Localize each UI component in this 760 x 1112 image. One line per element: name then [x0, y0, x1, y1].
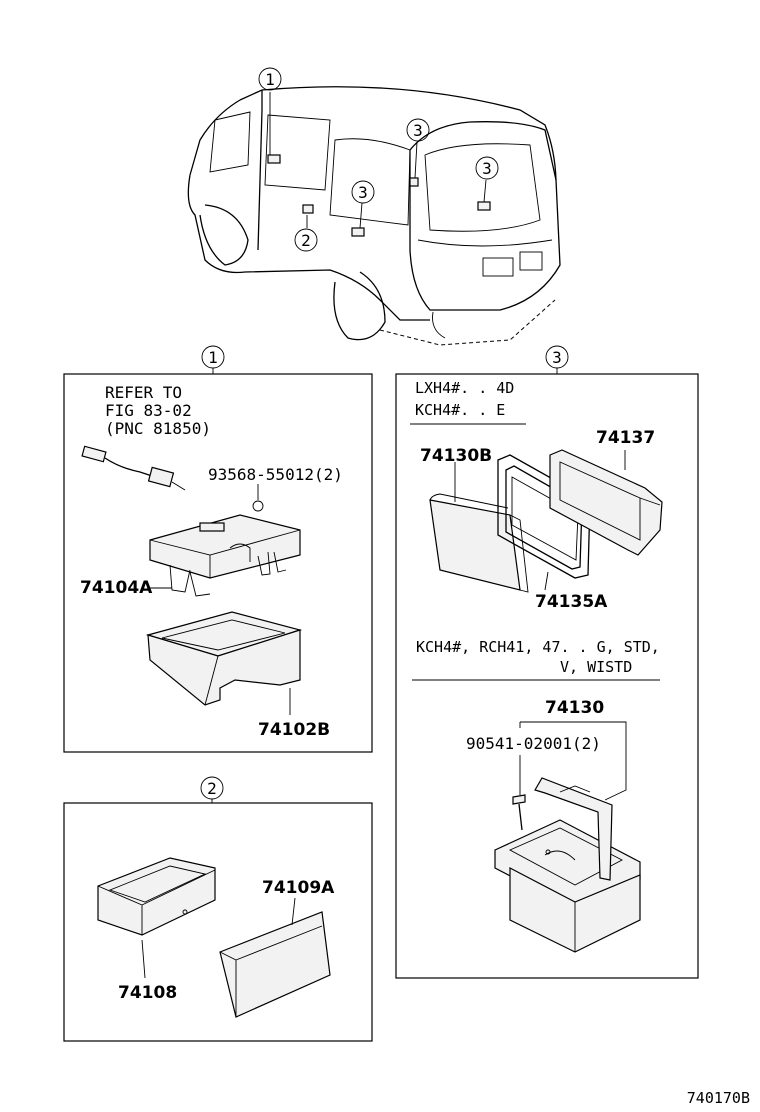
panel-1-frame [63, 373, 373, 753]
lid-74109a [219, 911, 331, 1018]
callout-3-van-rear: 3 [475, 156, 499, 180]
ashtray-74130 [494, 777, 641, 953]
panel-2-frame [63, 802, 373, 1042]
screw-icon-panel-3 [512, 794, 526, 831]
callout-3-van-left: 3 [351, 180, 375, 204]
svg-text:3: 3 [358, 183, 368, 202]
svg-text:1: 1 [265, 70, 275, 89]
callout-3-van-mid: 3 [406, 118, 430, 142]
screw-part-label-1: 93568-55012(2) [208, 465, 343, 484]
bezel-74137 [549, 449, 663, 556]
svg-text:2: 2 [301, 231, 311, 250]
svg-text:2: 2 [207, 779, 217, 798]
screw-icon [252, 500, 264, 512]
van-illustration [187, 86, 561, 346]
refer-text-3: (PNC 81850) [105, 419, 211, 438]
callout-2-van: 2 [294, 228, 318, 252]
screw-part-label-3: 90541-02001(2) [466, 734, 601, 753]
panel-3-frame [395, 373, 699, 979]
tray-74102b [145, 611, 303, 706]
svg-text:3: 3 [413, 121, 423, 140]
callout-2-panel: 2 [200, 776, 224, 803]
bracket-74104a [149, 514, 301, 597]
variant-1-line-1: LXH4#. . 4D [415, 379, 514, 397]
refer-text-2: FIG 83-02 [105, 401, 192, 420]
svg-text:1: 1 [208, 348, 218, 367]
holder-74108 [97, 857, 216, 936]
part-74109a-label: 74109A [262, 878, 335, 898]
part-74104a-label: 74104A [80, 578, 153, 598]
refer-text-1: REFER TO [105, 383, 182, 402]
part-74130-label: 74130 [545, 698, 604, 718]
part-74102b-label: 74102B [258, 720, 330, 740]
wire-harness [81, 445, 186, 491]
part-74137-label: 74137 [596, 428, 655, 448]
diagram-code: 740170B [687, 1089, 750, 1107]
svg-text:3: 3 [482, 159, 492, 178]
callout-3-panel: 3 [545, 345, 569, 374]
variant-1-line-2: KCH4#. . E [415, 401, 505, 419]
variant-2-line-1: KCH4#, RCH41, 47. . G, STD, [416, 638, 660, 656]
part-74130b-label: 74130B [420, 446, 492, 466]
callout-1-van: 1 [258, 67, 282, 91]
svg-text:3: 3 [552, 348, 562, 367]
variant-2-line-2: V, WISTD [560, 658, 632, 676]
part-74135a-label: 74135A [535, 592, 608, 612]
part-74108-label: 74108 [118, 983, 177, 1003]
callout-1-panel: 1 [201, 345, 225, 374]
